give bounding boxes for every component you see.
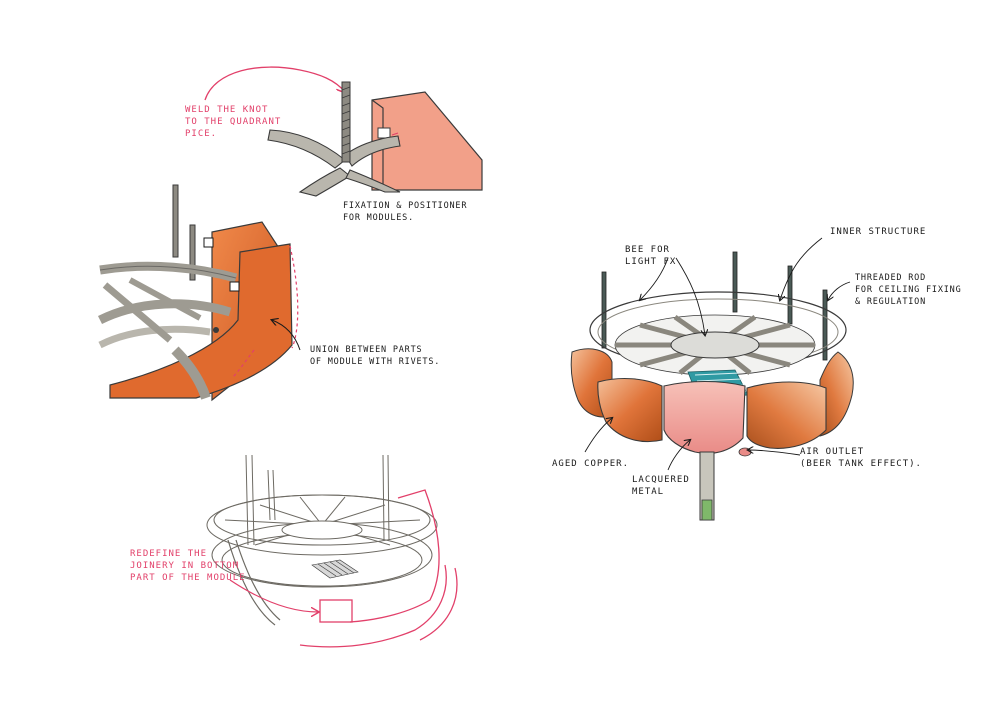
knot-arrow (204, 66, 345, 101)
bracket-plate (371, 91, 483, 191)
center-grid (311, 559, 359, 579)
threaded-rod-1 (341, 81, 351, 163)
strut-1 (102, 282, 173, 343)
rivet (213, 327, 219, 333)
joinery-arrow (229, 579, 318, 612)
knot-arm-right (344, 135, 401, 167)
lamp-rod-right (822, 289, 828, 361)
knot-arm-left (267, 129, 346, 169)
knot-arm-base (345, 169, 401, 193)
inner-arrow (780, 237, 823, 300)
knot-sketch (204, 66, 483, 197)
strut-3 (171, 346, 211, 400)
strut-2 (128, 277, 202, 321)
spoke-wheel (614, 314, 816, 376)
aged-copper-label: Aged copper. (552, 459, 630, 469)
threaded-rod-label: Threaded rod for ceiling fixing & regula… (855, 273, 962, 307)
inner-structure-label: Inner structure (830, 227, 927, 237)
lacquered-shell-center (663, 380, 746, 455)
rivet-arrow (272, 320, 301, 351)
rivet-note: Union between parts of module with rivet… (310, 345, 441, 367)
rod-center (189, 224, 196, 281)
knot-arm-bottom (298, 167, 351, 197)
lamp-rod-midright (787, 265, 793, 325)
knot-note: Weld the knot to the quadrant pice. (185, 105, 282, 139)
rod-arrow (828, 281, 851, 300)
bee-label: Bee for light fx (625, 245, 677, 267)
copper-arrow (584, 418, 612, 453)
lamp-sketch (570, 237, 854, 521)
positioner-tab (377, 127, 391, 139)
fixation-caption: Fixation & positioner for modules. (343, 201, 468, 223)
copper-shell-front-left (597, 378, 663, 443)
lacquer-arrow (667, 440, 690, 471)
module-outline-red (349, 489, 440, 623)
joinery-box (319, 599, 353, 623)
air-outlet-label: Air outlet (beer tank effect). (800, 447, 922, 469)
ring-lower (97, 299, 232, 325)
module-joint-sketch (97, 184, 301, 402)
lamp-rod-left (601, 271, 607, 349)
lamp-rod-midleft (732, 251, 738, 313)
lacquered-label: Lacquered metal (632, 475, 690, 497)
hub-plate (670, 331, 760, 359)
bee-arrow-2 (640, 257, 669, 300)
bee-arrow-1 (675, 257, 705, 335)
ring-inner (98, 325, 211, 349)
rod-left (172, 184, 179, 258)
air-arrow (748, 450, 801, 456)
copper-shell-right (819, 351, 854, 437)
copper-shell-front-right (746, 381, 827, 449)
joinery-note: Redefine the joinery in bottom part of t… (130, 549, 246, 583)
bottom-joinery-sketch (206, 454, 458, 648)
